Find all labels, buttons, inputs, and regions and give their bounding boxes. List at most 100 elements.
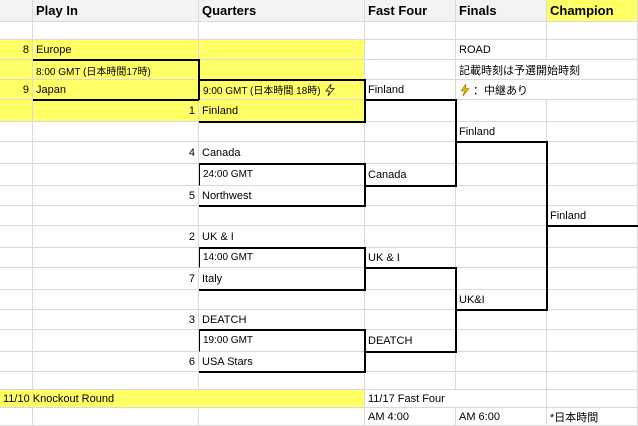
blank-cell[interactable] — [365, 310, 456, 330]
blank-cell[interactable] — [0, 290, 33, 310]
header-champion[interactable]: Champion — [547, 0, 638, 22]
blank-cell[interactable] — [547, 122, 638, 142]
seed-cell[interactable]: 9 — [0, 80, 33, 100]
blank-cell[interactable] — [0, 100, 33, 122]
blank-cell[interactable] — [456, 330, 547, 352]
blank-cell[interactable] — [456, 142, 547, 164]
seed-cell[interactable]: 2 — [33, 226, 199, 248]
blank-cell[interactable] — [365, 122, 456, 142]
blank-cell[interactable] — [547, 268, 638, 290]
blank-cell[interactable] — [199, 122, 365, 142]
blank-cell[interactable] — [0, 352, 33, 372]
blank-cell[interactable] — [365, 186, 456, 206]
knockout-round-date[interactable]: 11/10 Knockout Round — [0, 390, 365, 408]
blank-cell[interactable] — [365, 268, 456, 290]
legend-road[interactable]: ROAD — [456, 40, 547, 60]
blank-cell[interactable] — [456, 100, 547, 122]
blank-cell[interactable] — [456, 186, 547, 206]
blank-cell[interactable] — [365, 60, 456, 80]
blank-cell[interactable] — [456, 164, 547, 186]
blank-cell[interactable] — [0, 164, 33, 186]
blank-cell[interactable] — [33, 206, 199, 226]
blank-cell[interactable] — [547, 22, 638, 40]
seed-cell[interactable]: 7 — [33, 268, 199, 290]
team-italy[interactable]: Italy — [199, 268, 365, 290]
team-uk-and-i[interactable]: UK & I — [199, 226, 365, 248]
blank-cell[interactable] — [456, 22, 547, 40]
blank-cell[interactable] — [0, 408, 33, 426]
blank-cell[interactable] — [0, 22, 33, 40]
blank-cell[interactable] — [0, 310, 33, 330]
blank-cell[interactable] — [33, 290, 199, 310]
quarter1-time[interactable]: 9:00 GMT (日本時間 18時) — [199, 80, 365, 100]
blank-cell[interactable] — [0, 248, 33, 268]
blank-cell[interactable] — [199, 408, 365, 426]
blank-cell[interactable] — [199, 290, 365, 310]
blank-cell[interactable] — [365, 226, 456, 248]
blank-cell[interactable] — [33, 372, 199, 390]
blank-cell[interactable] — [33, 22, 199, 40]
time-am6[interactable]: AM 6:00 — [456, 408, 547, 426]
team-europe[interactable]: Europe — [33, 40, 199, 60]
blank-cell[interactable] — [199, 206, 365, 226]
blank-cell[interactable] — [0, 122, 33, 142]
blank-cell[interactable] — [547, 40, 638, 60]
team-canada[interactable]: Canada — [199, 142, 365, 164]
blank-cell[interactable] — [547, 100, 638, 122]
blank-cell[interactable] — [547, 352, 638, 372]
blank-cell[interactable] — [456, 226, 547, 248]
blank-cell[interactable] — [365, 372, 456, 390]
header-corner[interactable] — [0, 0, 33, 22]
blank-cell[interactable] — [365, 142, 456, 164]
blank-cell[interactable] — [0, 372, 33, 390]
blank-cell[interactable] — [456, 268, 547, 290]
blank-cell[interactable] — [0, 142, 33, 164]
seed-cell[interactable]: 5 — [33, 186, 199, 206]
blank-cell[interactable] — [547, 372, 638, 390]
team-usa-stars[interactable]: USA Stars — [199, 352, 365, 372]
blank-cell[interactable] — [365, 40, 456, 60]
seed-cell[interactable]: 6 — [33, 352, 199, 372]
blank-cell[interactable] — [365, 206, 456, 226]
blank-cell[interactable] — [547, 142, 638, 164]
blank-cell[interactable] — [365, 100, 456, 122]
blank-cell[interactable] — [199, 22, 365, 40]
team-finland[interactable]: Finland — [199, 100, 365, 122]
legend-note[interactable]: 記載時刻は予選開始時刻 — [456, 60, 638, 80]
blank-cell[interactable] — [33, 248, 199, 268]
blank-cell[interactable] — [547, 330, 638, 352]
seed-cell[interactable]: 1 — [33, 100, 199, 122]
fast-four-uk-and-i[interactable]: UK & I — [365, 248, 456, 268]
blank-cell[interactable] — [547, 290, 638, 310]
team-japan[interactable]: Japan — [33, 80, 199, 100]
blank-cell[interactable] — [199, 60, 365, 80]
team-northwest[interactable]: Northwest — [199, 186, 365, 206]
blank-cell[interactable] — [547, 390, 638, 408]
blank-cell[interactable] — [547, 186, 638, 206]
legend-stream[interactable]: ：中継あり — [456, 80, 638, 100]
blank-cell[interactable] — [0, 206, 33, 226]
blank-cell[interactable] — [0, 330, 33, 352]
blank-cell[interactable] — [33, 164, 199, 186]
seed-cell[interactable]: 3 — [33, 310, 199, 330]
fast-four-canada[interactable]: Canada — [365, 164, 456, 186]
quarter4-time[interactable]: 19:00 GMT — [199, 330, 365, 352]
team-deatch[interactable]: DEATCH — [199, 310, 365, 330]
blank-cell[interactable] — [199, 372, 365, 390]
blank-cell[interactable] — [0, 60, 33, 80]
header-fast-four[interactable]: Fast Four — [365, 0, 456, 22]
quarter3-time[interactable]: 14:00 GMT — [199, 248, 365, 268]
play-in-time[interactable]: 8:00 GMT (日本時間17時) — [33, 60, 199, 80]
finals-uk-and-i[interactable]: UK&I — [456, 290, 547, 310]
blank-cell[interactable] — [456, 206, 547, 226]
blank-cell[interactable] — [33, 330, 199, 352]
finals-finland[interactable]: Finland — [456, 122, 547, 142]
fast-four-deatch[interactable]: DEATCH — [365, 330, 456, 352]
blank-cell[interactable] — [0, 186, 33, 206]
blank-cell[interactable] — [365, 22, 456, 40]
blank-cell[interactable] — [33, 408, 199, 426]
blank-cell[interactable] — [547, 310, 638, 330]
fast-four-finland[interactable]: Finland — [365, 80, 456, 100]
blank-cell[interactable] — [33, 122, 199, 142]
blank-cell[interactable] — [365, 290, 456, 310]
